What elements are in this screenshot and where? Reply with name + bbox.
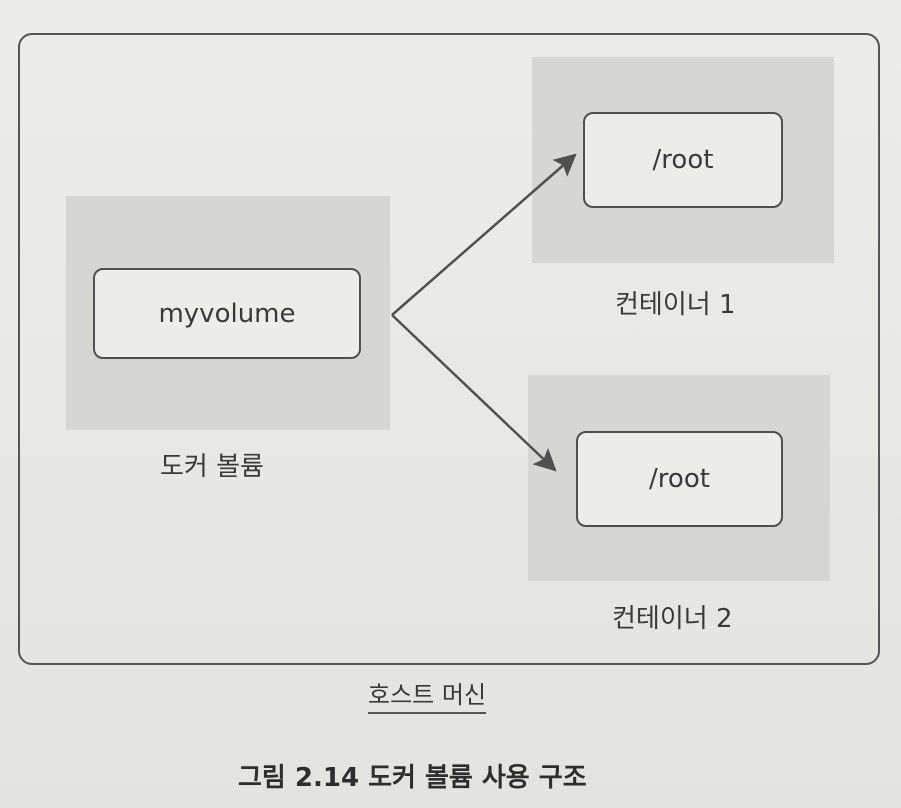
- container-1-root-text: /root: [652, 145, 714, 175]
- container-1-caption: 컨테이너 1: [615, 290, 736, 320]
- container-2-root-box: /root: [576, 431, 783, 527]
- myvolume-text: myvolume: [158, 298, 296, 329]
- host-machine-label: 호스트 머신: [368, 675, 487, 714]
- myvolume-box: myvolume: [93, 268, 361, 359]
- container-1-root-box: /root: [583, 112, 783, 208]
- host-machine-frame: [18, 33, 880, 665]
- container-2-root-text: /root: [649, 464, 710, 494]
- docker-volume-caption: 도커 볼륨: [160, 452, 264, 482]
- container-2-caption: 컨테이너 2: [612, 604, 733, 634]
- figure-caption: 그림 2.14 도커 볼륨 사용 구조: [238, 763, 587, 793]
